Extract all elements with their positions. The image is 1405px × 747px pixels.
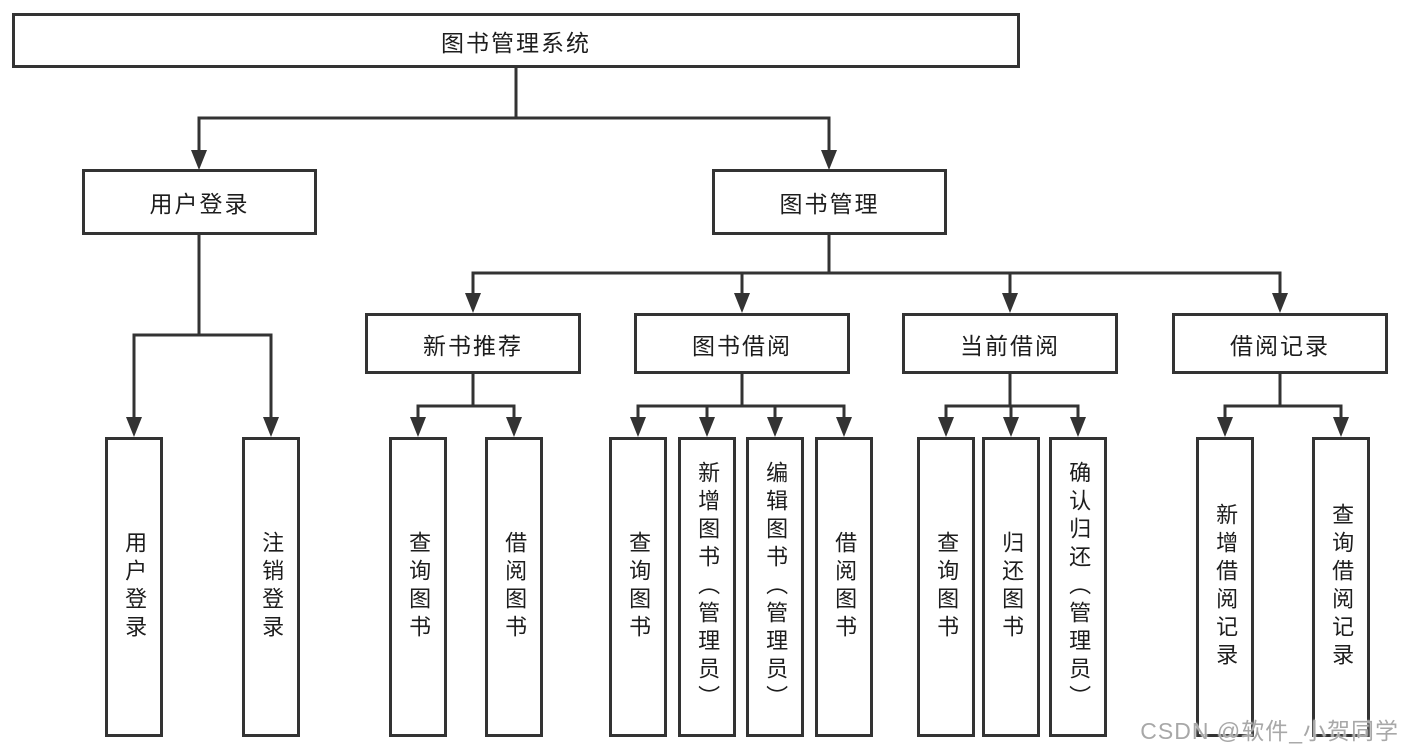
- leaf-user-login-label: 用户登录: [122, 531, 148, 643]
- node-borrowing-records-label: 借阅记录: [1230, 332, 1330, 359]
- connector-borrow-record-children: [1223, 374, 1343, 419]
- connector-root-to-level2: [197, 68, 831, 152]
- node-new-book-recommend-label: 新书推荐: [423, 332, 523, 359]
- node-current-borrowing-label: 当前借阅: [960, 332, 1060, 359]
- leaf-confirm-return-admin-label: 确认归还（管理员）: [1066, 461, 1092, 713]
- arrowheads-current-borrow-children: [938, 417, 1086, 437]
- arrowheads-user-login-children: [126, 417, 279, 437]
- leaf-logout: 注销登录: [242, 437, 300, 737]
- leaf-borrow-books: 借阅图书: [815, 437, 873, 737]
- leaf-borrow-query-books-label: 查询图书: [626, 531, 652, 643]
- node-book-management: 图书管理: [712, 169, 947, 235]
- arrowheads-level2: [191, 150, 837, 170]
- node-user-login-label: 用户登录: [149, 191, 250, 217]
- node-book-borrowing: 图书借阅: [634, 313, 850, 374]
- leaf-add-borrow-record: 新增借阅记录: [1196, 437, 1254, 737]
- leaf-logout-label: 注销登录: [259, 531, 285, 643]
- connector-user-login-children: [132, 235, 273, 419]
- node-user-login: 用户登录: [82, 169, 317, 235]
- leaf-edit-books-admin: 编辑图书（管理员）: [746, 437, 804, 737]
- csdn-watermark: CSDN @软件_小贺同学: [1140, 718, 1399, 744]
- node-book-management-label: 图书管理: [779, 191, 880, 217]
- leaf-add-books-admin-label: 新增图书（管理员）: [695, 461, 721, 713]
- connector-book-mgmt-children: [471, 235, 1282, 295]
- node-book-borrowing-label: 图书借阅: [692, 332, 792, 359]
- leaf-query-borrow-record: 查询借阅记录: [1312, 437, 1370, 737]
- leaf-return-books-label: 归还图书: [999, 531, 1025, 643]
- leaf-confirm-return-admin: 确认归还（管理员）: [1049, 437, 1107, 737]
- leaf-edit-books-admin-label: 编辑图书（管理员）: [763, 461, 789, 713]
- leaf-newbook-borrow-books-label: 借阅图书: [502, 531, 528, 643]
- node-new-book-recommend: 新书推荐: [365, 313, 581, 374]
- connector-book-borrow-children: [636, 374, 846, 419]
- leaf-current-query-books: 查询图书: [917, 437, 975, 737]
- leaf-user-login: 用户登录: [105, 437, 163, 737]
- leaf-current-query-books-label: 查询图书: [934, 531, 960, 643]
- leaf-newbook-borrow-books: 借阅图书: [485, 437, 543, 737]
- leaf-borrow-books-label: 借阅图书: [832, 531, 858, 643]
- arrowheads-borrow-record-children: [1217, 417, 1349, 437]
- node-library-system: 图书管理系统: [12, 13, 1020, 68]
- leaf-borrow-query-books: 查询图书: [609, 437, 667, 737]
- leaf-newbook-query-books: 查询图书: [389, 437, 447, 737]
- arrowheads-new-book-children: [410, 417, 522, 437]
- leaf-add-books-admin: 新增图书（管理员）: [678, 437, 736, 737]
- node-current-borrowing: 当前借阅: [902, 313, 1118, 374]
- connector-new-book-children: [416, 374, 516, 419]
- leaf-query-borrow-record-label: 查询借阅记录: [1329, 503, 1355, 671]
- leaf-add-borrow-record-label: 新增借阅记录: [1213, 503, 1239, 671]
- node-borrowing-records: 借阅记录: [1172, 313, 1388, 374]
- leaf-newbook-query-books-label: 查询图书: [406, 531, 432, 643]
- node-library-system-label: 图书管理系统: [441, 29, 591, 56]
- leaf-return-books: 归还图书: [982, 437, 1040, 737]
- arrowheads-level3: [465, 293, 1288, 313]
- arrowheads-book-borrow-children: [630, 417, 852, 437]
- connector-current-borrow-children: [944, 374, 1080, 419]
